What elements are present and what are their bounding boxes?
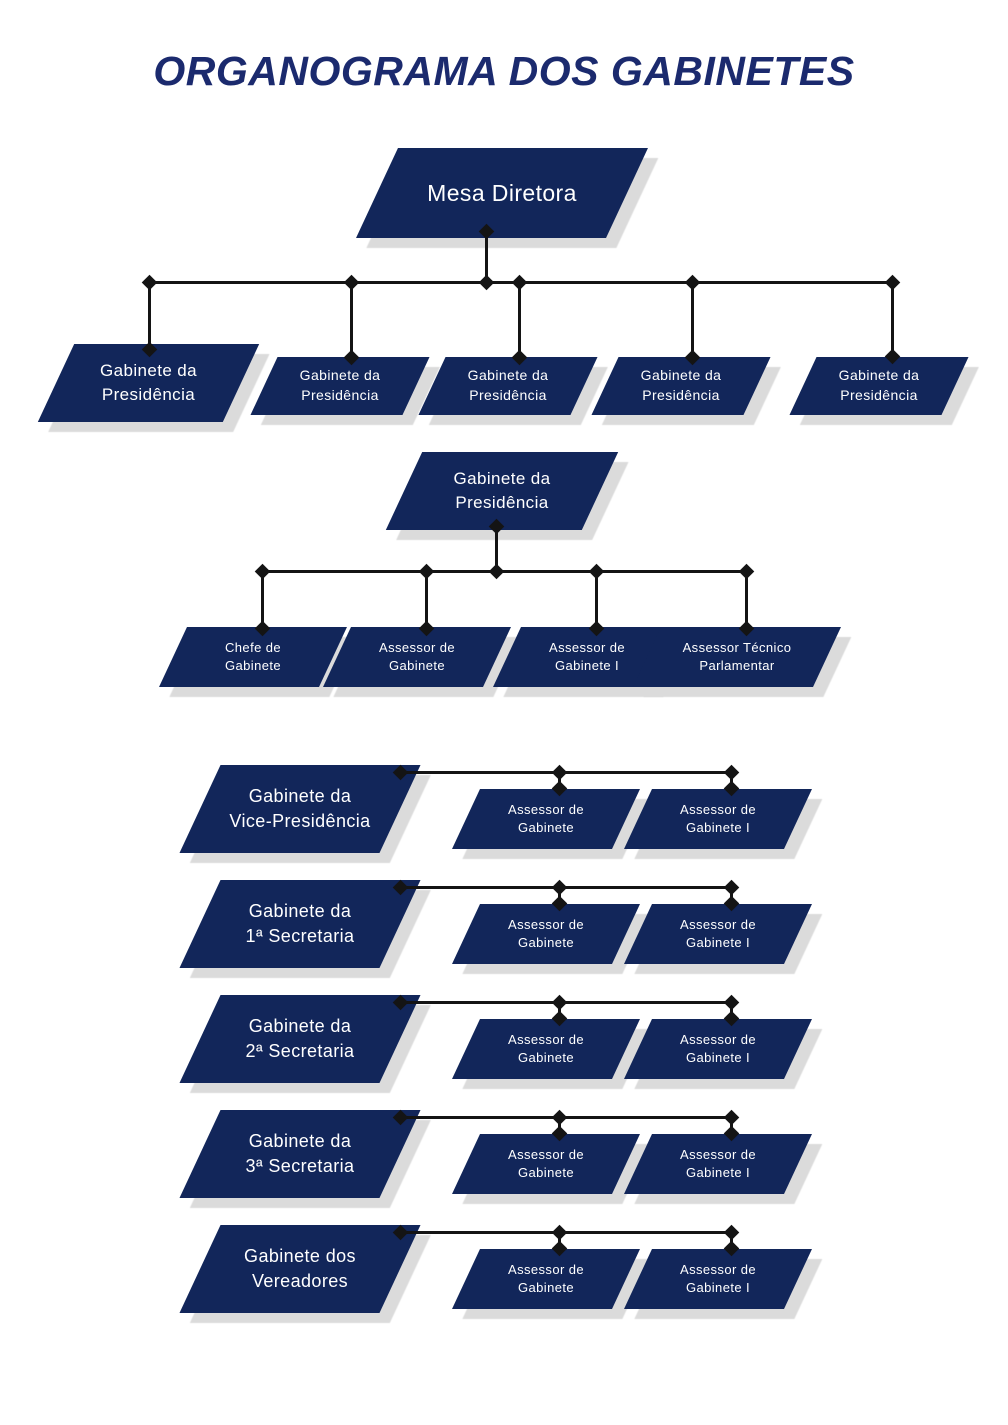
node-label: Assessor Técnico Parlamentar [682, 639, 792, 673]
node-assessor-de-gabinete-i: Assessor de Gabinete I [624, 789, 812, 849]
connector-line [558, 1232, 561, 1249]
node-assessor-tecnico-parlamentar: Assessor Técnico Parlamentar [633, 627, 841, 687]
connector-line [745, 572, 748, 629]
node-gabinete-presidencia-1: Gabinete da Presidência [37, 344, 260, 422]
node-gabinete-presidencia-2: Gabinete da Presidência [250, 357, 430, 415]
node-assessor-de-gabinete: Assessor de Gabinete [452, 1019, 640, 1079]
node-assessor-de-gabinete-i: Assessor de Gabinete I [624, 904, 812, 964]
connector-line [350, 283, 353, 357]
node-label: Gabinete da Vice-Presidência [229, 785, 371, 831]
connector-diamond [723, 764, 740, 781]
connector-diamond [418, 563, 435, 580]
node-gabinete-2a-secretaria: Gabinete da 2ª Secretaria [179, 995, 421, 1083]
node-label: Assessor de Gabinete [508, 1031, 584, 1065]
connector-diamond [551, 1109, 568, 1126]
node-label: Gabinete da 1ª Secretaria [245, 900, 355, 946]
node-gabinete-dos-vereadores: Gabinete dos Vereadores [179, 1225, 421, 1313]
connector-line [558, 1002, 561, 1019]
node-assessor-de-gabinete: Assessor de Gabinete [323, 627, 511, 687]
connector-diamond [551, 1224, 568, 1241]
node-label: Gabinete da Presidência [99, 361, 198, 404]
node-label: Assessor de Gabinete [508, 1261, 584, 1295]
connector-diamond [551, 764, 568, 781]
node-label: Gabinete da Presidência [453, 469, 551, 512]
connector-line [730, 887, 733, 904]
connector-diamond [723, 879, 740, 896]
connector-line [730, 1232, 733, 1249]
connector-diamond [478, 274, 495, 291]
node-label: Assessor de Gabinete [379, 639, 455, 673]
connector-line [558, 1117, 561, 1134]
connector-line [595, 572, 598, 629]
connector-line [425, 572, 428, 629]
node-label: Assessor de Gabinete [508, 916, 584, 950]
connector-diamond [141, 274, 158, 291]
connector-line [495, 524, 498, 572]
connector-diamond [723, 1109, 740, 1126]
node-label: Gabinete da Presidência [299, 367, 381, 403]
page-title: ORGANOGRAMA DOS GABINETES [153, 48, 855, 94]
node-label: Gabinete dos Vereadores [244, 1245, 356, 1291]
connector-diamond [551, 994, 568, 1011]
node-assessor-de-gabinete-i: Assessor de Gabinete I [624, 1019, 812, 1079]
node-gabinete-3a-secretaria: Gabinete da 3ª Secretaria [179, 1110, 421, 1198]
node-gabinete-presidencia-3: Gabinete da Presidência [418, 357, 598, 415]
connector-line [263, 570, 747, 573]
node-assessor-de-gabinete: Assessor de Gabinete [452, 1134, 640, 1194]
connector-line [518, 283, 521, 357]
node-label: Assessor de Gabinete I [680, 1261, 756, 1295]
node-gabinete-presidencia-parent: Gabinete da Presidência [385, 452, 619, 530]
node-label: Gabinete da 3ª Secretaria [245, 1130, 355, 1176]
node-label: Assessor de Gabinete I [680, 801, 756, 835]
node-label: Gabinete da Presidência [838, 367, 920, 403]
connector-diamond [488, 563, 505, 580]
node-label: Mesa Diretora [427, 179, 577, 206]
node-assessor-de-gabinete: Assessor de Gabinete [452, 1249, 640, 1309]
connector-line [730, 1117, 733, 1134]
node-label: Gabinete da Presidência [640, 367, 722, 403]
node-label: Gabinete da 2ª Secretaria [245, 1015, 355, 1061]
connector-diamond [588, 563, 605, 580]
node-label: Assessor de Gabinete I [680, 916, 756, 950]
node-gabinete-vice-presidencia: Gabinete da Vice-Presidência [179, 765, 421, 853]
connector-diamond [738, 563, 755, 580]
connector-diamond [511, 274, 528, 291]
connector-diamond [254, 563, 271, 580]
node-assessor-de-gabinete: Assessor de Gabinete [452, 789, 640, 849]
node-label: Assessor de Gabinete [508, 801, 584, 835]
node-gabinete-presidencia-5: Gabinete da Presidência [789, 357, 969, 415]
connector-line [691, 283, 694, 357]
connector-line [730, 1002, 733, 1019]
connector-line [485, 228, 488, 283]
node-label: Gabinete da Presidência [467, 367, 549, 403]
node-label: Assessor de Gabinete I [680, 1146, 756, 1180]
connector-diamond [884, 274, 901, 291]
node-gabinete-presidencia-4: Gabinete da Presidência [591, 357, 771, 415]
connector-line [148, 283, 151, 349]
node-gabinete-1a-secretaria: Gabinete da 1ª Secretaria [179, 880, 421, 968]
connector-diamond [343, 274, 360, 291]
connector-diamond [723, 1224, 740, 1241]
node-chefe-de-gabinete: Chefe de Gabinete [159, 627, 347, 687]
node-assessor-de-gabinete-i: Assessor de Gabinete I [624, 1249, 812, 1309]
connector-line [730, 772, 733, 789]
connector-line [891, 283, 894, 356]
node-label: Chefe de Gabinete [225, 639, 281, 673]
node-label: Assessor de Gabinete I [680, 1031, 756, 1065]
connector-diamond [551, 879, 568, 896]
node-label: Assessor de Gabinete I [549, 639, 625, 673]
connector-line [261, 572, 264, 629]
connector-line [558, 772, 561, 789]
connector-line [558, 887, 561, 904]
node-assessor-de-gabinete: Assessor de Gabinete [452, 904, 640, 964]
connector-diamond [723, 994, 740, 1011]
connector-diamond [684, 274, 701, 291]
node-label: Assessor de Gabinete [508, 1146, 584, 1180]
node-assessor-de-gabinete-i: Assessor de Gabinete I [493, 627, 681, 687]
node-assessor-de-gabinete-i: Assessor de Gabinete I [624, 1134, 812, 1194]
node-mesa-diretora: Mesa Diretora [356, 148, 648, 238]
